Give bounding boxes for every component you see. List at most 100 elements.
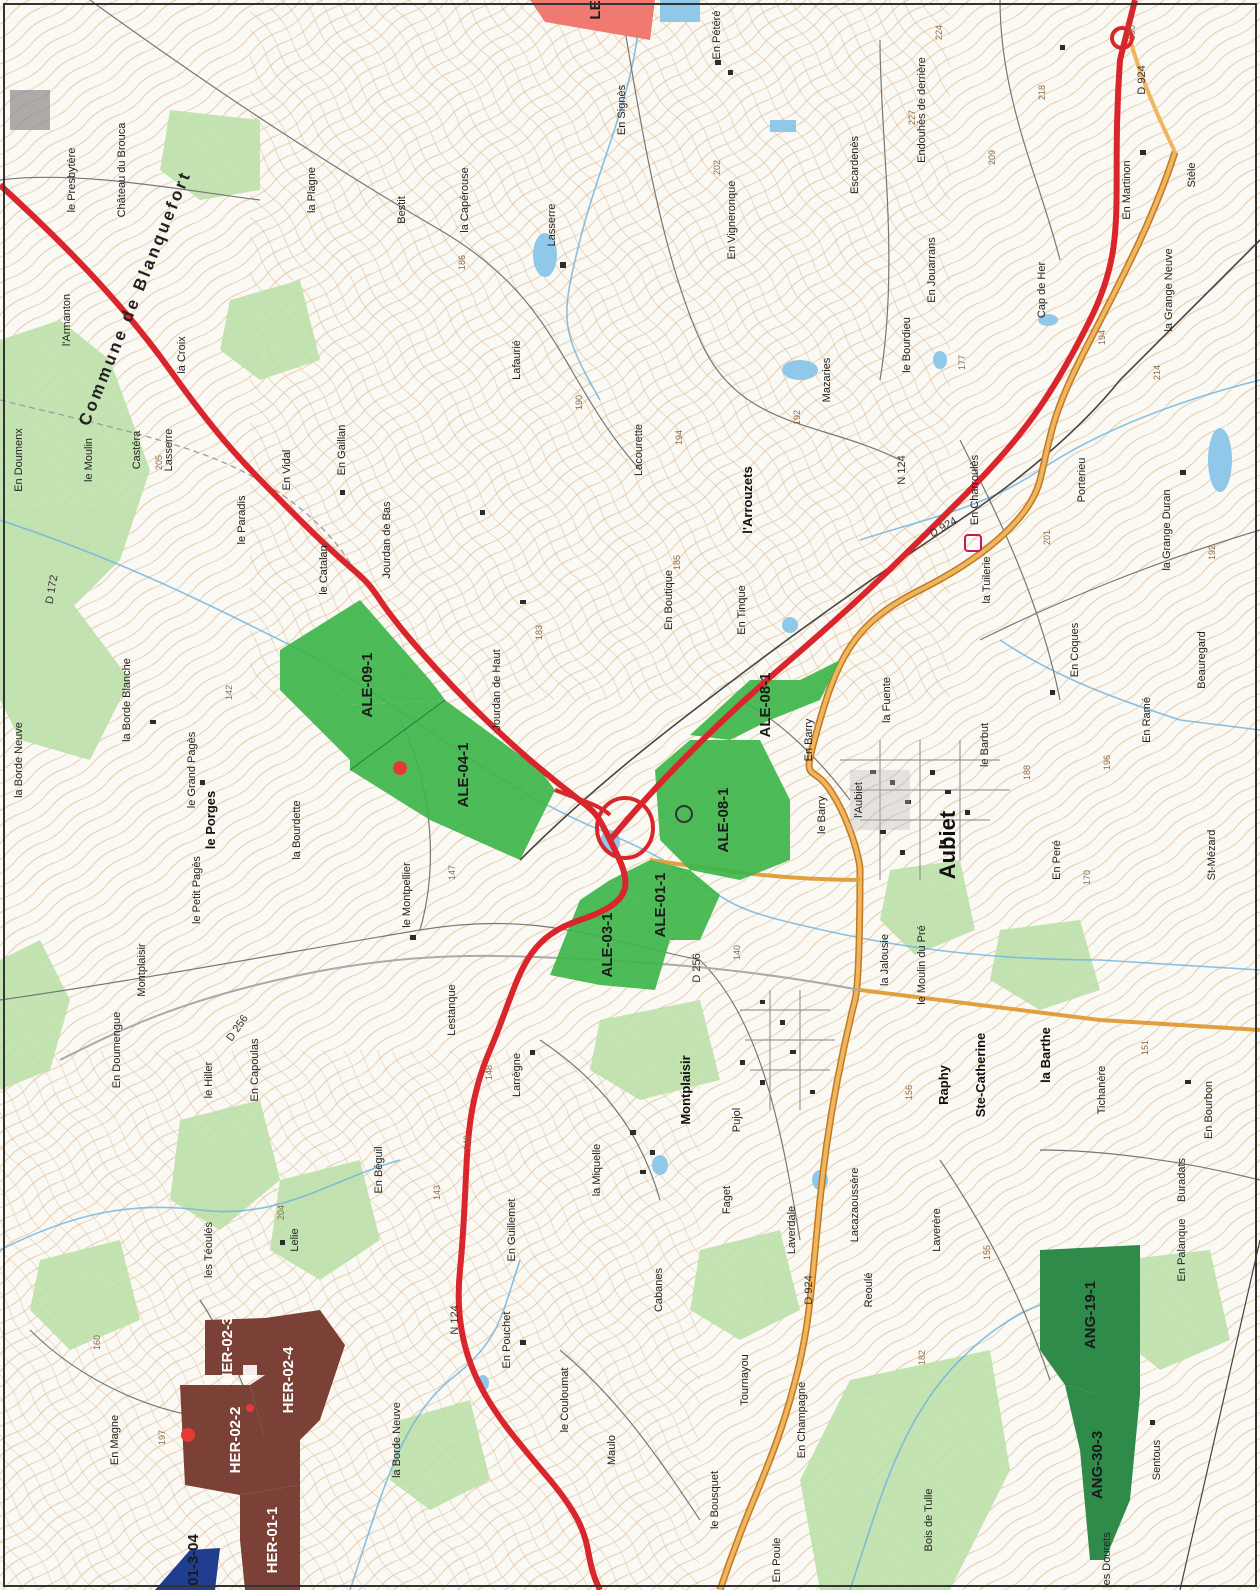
place-label: le Porges (203, 791, 218, 850)
altitude-label: 147 (447, 865, 457, 880)
place-label: En Charroulès (969, 454, 981, 525)
place-label: Ste-Catherine (973, 1033, 988, 1118)
place-label: En Jouarrans (926, 237, 938, 303)
place-label: l'Aubiet (853, 782, 865, 818)
zone-her-01-1[interactable] (240, 1485, 300, 1590)
zone-ale-01-1[interactable] (610, 860, 720, 940)
place-label: En Capoulas (249, 1038, 261, 1101)
zone-ale-09-1[interactable] (280, 600, 445, 760)
zone-her-02-2[interactable] (180, 1385, 300, 1495)
place-label: Maulo (606, 1435, 618, 1465)
place-label: la Fuente (881, 677, 893, 723)
altitude-label: 140 (732, 945, 742, 960)
road-label-d924-b: D 924 (1136, 65, 1148, 94)
motorway-n124-east (607, 0, 1138, 842)
place-label: Tournayou (739, 1354, 751, 1405)
railway-south (1179, 1239, 1260, 1590)
zone-partial-blue[interactable] (155, 1548, 220, 1590)
label-ale-08-1: ALE-08-1 (715, 787, 732, 852)
place-label: Reoulé (863, 1273, 875, 1308)
woodland-areas (0, 110, 1230, 1590)
place-label: Tichanère (1096, 1066, 1108, 1115)
label-ale-08-1-north: ALE-08-1 (757, 672, 774, 737)
place-label: Lafaurié (511, 340, 523, 380)
road-d924-fill (718, 151, 1177, 1590)
place-label: En Béguil (373, 1146, 385, 1193)
place-label: le Bourdieu (901, 317, 913, 373)
contour-shading-hills (250, 0, 950, 700)
place-label: En Barry (803, 718, 815, 761)
place-label: Jourdan de Haut (491, 649, 503, 730)
place-label: le Paradis (236, 495, 248, 544)
place-label: le Couloumat (559, 1368, 571, 1433)
altitude-label: 160 (92, 1335, 102, 1350)
label-partial-blue: 01-3-04 (185, 1533, 202, 1585)
place-label: En Peré (1051, 840, 1063, 880)
place-label: En Doumenx (13, 428, 25, 492)
altitude-label: 194 (674, 430, 684, 445)
road-label-d172: D 172 (44, 574, 61, 605)
place-label: En Martinon (1121, 160, 1133, 219)
label-her-02-2: HER-02-2 (227, 1407, 244, 1474)
zone-partial-top[interactable] (530, 0, 655, 40)
zone-ang-19-1[interactable] (1040, 1245, 1140, 1395)
altitude-label: 192 (1207, 545, 1217, 560)
place-label: En Palanque (1176, 1219, 1188, 1282)
place-label: le Grand Pagès (186, 731, 198, 808)
place-label: l'Armanton (61, 294, 73, 346)
zone-ale-08-1[interactable] (655, 740, 790, 880)
place-label: le Montpellier (401, 862, 413, 928)
place-label: St-Mézard (1206, 830, 1218, 881)
hamlet-block (10, 90, 50, 130)
place-label: Lacourette (633, 424, 645, 476)
altitude-label: 190 (574, 395, 584, 410)
monument-icon (675, 805, 693, 823)
label-ale-01-1: ALE-01-1 (652, 872, 669, 937)
chapel-icon (964, 534, 982, 552)
altitude-label: 192 (792, 410, 802, 425)
place-label: le Moulin du Pré (916, 925, 928, 1005)
label-partial-top: LE (587, 0, 604, 19)
road-label-d924-c: D 924 (803, 1275, 815, 1304)
zone-ale-03-1[interactable] (550, 880, 670, 990)
altitude-label: 204 (276, 1205, 286, 1220)
place-label: En Vigneronque (726, 181, 738, 260)
place-label: En Pouchet (501, 1312, 513, 1369)
village-block (850, 770, 910, 830)
road-d256-west (59, 954, 861, 1061)
place-label: la Miquelle (591, 1144, 603, 1197)
altitude-label: 190 (1127, 25, 1137, 40)
place-label: le Barry (816, 796, 828, 834)
place-label: la Borde Blanche (121, 658, 133, 742)
place-label: Lelie (289, 1228, 301, 1251)
zone-ang-30-3[interactable] (1065, 1385, 1140, 1560)
zone-her-02-3[interactable] (205, 1318, 265, 1375)
place-label: En Boutique (663, 570, 675, 630)
altitude-label: 149 (462, 1135, 472, 1150)
place-label: Bestit (396, 196, 408, 224)
altitude-label: 185 (672, 555, 682, 570)
zone-ale-04-1[interactable] (350, 700, 555, 860)
place-label: le Petit Pagès (191, 856, 203, 924)
place-label: le Hiller (203, 1061, 215, 1098)
place-label: En Pétéré (711, 11, 723, 60)
label-ang-30-3: ANG-30-3 (1089, 1431, 1106, 1499)
zone-her-02-4[interactable] (250, 1310, 345, 1440)
road-d924-north (1128, 39, 1177, 153)
place-label: Raphy (936, 1064, 951, 1105)
road-label-n124-a: N 124 (896, 455, 908, 484)
altitude-label: 188 (1022, 765, 1032, 780)
place-label: En Gaillan (336, 425, 348, 476)
altitude-label: 194 (1097, 330, 1107, 345)
place-label: En Bourbon (1203, 1081, 1215, 1139)
place-label: Cap de Her (1036, 262, 1048, 319)
place-label: Larrègne (511, 1053, 523, 1097)
commune-boundary (0, 399, 361, 581)
place-label: Sentous (1151, 1439, 1163, 1480)
place-label: Lacazaoussère (849, 1168, 861, 1243)
place-label: le Catalan (318, 545, 330, 595)
place-names: l'Arrouzets Lacourette En Boutique Jourd… (13, 11, 1218, 1588)
place-label: le Barbut (979, 723, 991, 767)
road-label-d256-a: D 256 (691, 953, 703, 982)
place-label: En Vidal (281, 450, 293, 491)
